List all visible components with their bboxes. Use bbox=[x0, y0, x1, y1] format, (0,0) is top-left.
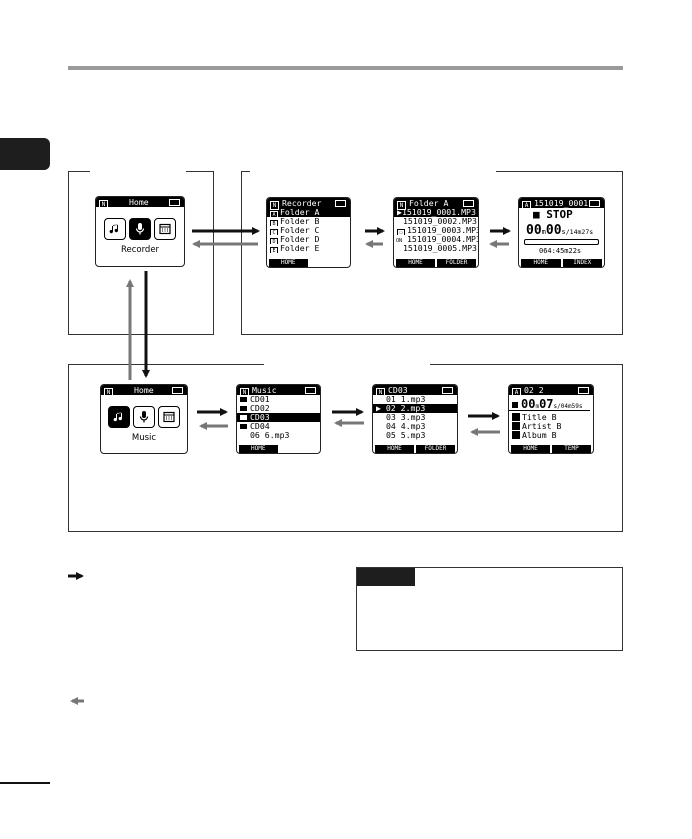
folder-softkey[interactable]: FOLDER bbox=[437, 259, 476, 267]
footer-rule bbox=[0, 782, 50, 784]
title-row: Title B bbox=[509, 413, 593, 422]
tempo-softkey[interactable]: TEMP bbox=[552, 445, 591, 453]
note-box bbox=[356, 567, 623, 651]
elapsed-time: 00m07s/04m59s bbox=[509, 395, 590, 411]
elapsed-time: 00m00s/14m27s bbox=[526, 223, 594, 238]
home-softkey[interactable]: HOME bbox=[269, 259, 308, 267]
folder-softkey[interactable]: FOLDER bbox=[416, 445, 455, 453]
calendar-grid-icon[interactable] bbox=[154, 218, 176, 240]
file-row[interactable]: ☐151019_0003.MP3 bbox=[394, 226, 478, 235]
track-row[interactable]: 04 4.mp3 bbox=[386, 422, 426, 431]
home-label: Music bbox=[131, 433, 157, 443]
track-row[interactable]: 05 5.mp3 bbox=[386, 431, 426, 440]
home-softkey[interactable]: HOME bbox=[239, 445, 278, 453]
file-row[interactable]: ▶151019_0001.MP3 bbox=[394, 208, 478, 217]
file-row[interactable]: 151019_0002.MP3 bbox=[403, 217, 477, 226]
list-item[interactable]: CD01 bbox=[237, 395, 320, 404]
panel-caption-gap bbox=[90, 168, 186, 174]
calendar-grid-icon[interactable] bbox=[158, 406, 180, 428]
music-note-icon[interactable] bbox=[108, 406, 130, 428]
track-row[interactable]: ▶ 02 2.mp3 bbox=[373, 404, 457, 413]
chapter-tab bbox=[0, 138, 50, 170]
panel-caption-gap bbox=[250, 168, 496, 174]
progress-bar[interactable] bbox=[524, 239, 599, 245]
list-item[interactable]: 06 6.mp3 bbox=[250, 431, 290, 440]
note-label-tab bbox=[357, 568, 415, 586]
home-softkey[interactable]: HOME bbox=[375, 445, 414, 453]
artist-row: Artist B bbox=[509, 422, 593, 431]
track-row[interactable]: 01 1.mp3 bbox=[386, 395, 426, 404]
status-label: ■ STOP bbox=[533, 208, 573, 221]
list-item[interactable]: CD02 bbox=[237, 404, 320, 413]
panel-caption-gap bbox=[264, 361, 430, 367]
home-softkey[interactable]: HOME bbox=[511, 445, 550, 453]
file-row[interactable]: 151019_0005.MP3 bbox=[403, 244, 477, 253]
music-note-icon[interactable] bbox=[104, 218, 126, 240]
album-row: Album B bbox=[509, 431, 593, 440]
section-rule bbox=[68, 66, 623, 70]
home-label: Recorder bbox=[120, 245, 160, 255]
remaining-time: 064:45m22s bbox=[539, 247, 582, 255]
microphone-icon[interactable] bbox=[133, 406, 155, 428]
microphone-icon[interactable] bbox=[129, 218, 151, 240]
index-softkey[interactable]: INDEX bbox=[562, 259, 602, 267]
list-item[interactable]: CD04 bbox=[237, 422, 320, 431]
home-softkey[interactable]: HOME bbox=[521, 259, 561, 267]
list-item[interactable]: CD03 bbox=[237, 413, 320, 422]
home-softkey[interactable]: HOME bbox=[396, 259, 435, 267]
file-row[interactable]: ON 151019_0004.MP3 bbox=[396, 235, 478, 244]
track-row[interactable]: 03 3.mp3 bbox=[386, 413, 426, 422]
